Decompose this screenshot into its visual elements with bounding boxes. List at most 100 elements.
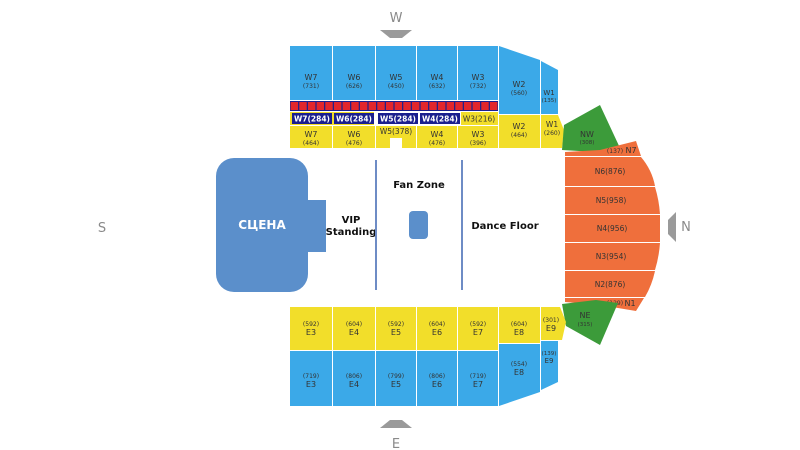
premium-seat-cell[interactable]: [411, 102, 420, 110]
section-w5-lower[interactable]: [376, 126, 416, 148]
premium-seat-cell[interactable]: [429, 102, 437, 110]
section-e5-lower[interactable]: [376, 307, 416, 350]
section-n6[interactable]: [565, 157, 655, 186]
section-e3-upper[interactable]: [290, 351, 332, 406]
box-w6-label: W6(284): [336, 115, 372, 124]
section-w4-lower[interactable]: [417, 126, 457, 148]
section-e7-lower[interactable]: [458, 307, 498, 350]
premium-seat-cell[interactable]: [472, 102, 481, 110]
premium-seat-cell[interactable]: [307, 102, 316, 110]
box-w5[interactable]: [378, 113, 418, 124]
e8-upper-name: E8: [514, 368, 524, 377]
section-n4[interactable]: [565, 215, 660, 242]
box-w6[interactable]: [334, 113, 374, 124]
n7-cap: (137): [607, 148, 623, 155]
section-w2-lower[interactable]: [499, 115, 540, 148]
w2-lower-name: W2: [513, 122, 526, 131]
section-e6-lower[interactable]: [417, 307, 457, 350]
nw-cap: (308): [580, 140, 595, 146]
premium-seat-cell[interactable]: [316, 102, 325, 110]
premium-seat-cell[interactable]: [420, 102, 429, 110]
ne-name: NE: [579, 311, 590, 320]
section-w7-upper[interactable]: [290, 46, 332, 100]
w4-upper-cap: (632): [429, 83, 445, 90]
section-e4-lower[interactable]: [333, 307, 375, 350]
section-e4-upper[interactable]: [333, 351, 375, 406]
section-w2-upper[interactable]: [499, 46, 540, 114]
premium-seat-cell[interactable]: [290, 102, 299, 110]
section-e5-upper[interactable]: [376, 351, 416, 406]
w1-upper-cap: (135): [542, 98, 557, 104]
section-w3-lower[interactable]: [458, 126, 498, 148]
premium-seat-cell[interactable]: [455, 102, 463, 110]
section-w6-lower[interactable]: [333, 126, 375, 148]
section-n2[interactable]: [565, 271, 655, 297]
premium-seat-cell[interactable]: [385, 102, 394, 110]
compass-east-label: E: [392, 437, 400, 450]
w2-lower-cap: (464): [511, 132, 527, 139]
east-upper-tier: (719) E3 (806) E4 (799) E5 (806) E6 (719…: [290, 341, 558, 406]
w2-upper-cap: (560): [511, 90, 527, 97]
section-n5[interactable]: [565, 187, 660, 214]
premium-seat-cell[interactable]: [342, 102, 351, 110]
w4-lower-cap: (476): [429, 140, 445, 147]
section-e7-upper[interactable]: [458, 351, 498, 406]
section-w7-lower[interactable]: [290, 126, 332, 148]
w6-lower-cap: (476): [346, 140, 362, 147]
section-w3-upper[interactable]: [458, 46, 498, 100]
w7-lower-name: W7: [305, 130, 318, 139]
premium-seat-cell[interactable]: [333, 102, 342, 110]
west-lower-tier: W7 (464) W6 (476) W5(378) W4 (476) W3 (3…: [290, 115, 564, 148]
section-e3-lower[interactable]: [290, 307, 332, 350]
e5-upper-cap: (799): [388, 373, 404, 380]
e4-upper-cap: (806): [346, 373, 362, 380]
premium-seat-cell[interactable]: [489, 102, 498, 110]
section-e8-upper[interactable]: [499, 344, 540, 406]
section-w1-lower[interactable]: [541, 115, 564, 148]
premium-seat-cell[interactable]: [351, 102, 359, 110]
premium-seat-cell[interactable]: [437, 102, 446, 110]
compass-east-marker-icon: [380, 420, 412, 428]
e4-lower-name: E4: [349, 328, 359, 337]
w3-upper-cap: (732): [470, 83, 486, 90]
vip-label-line1: VIP: [342, 215, 361, 226]
box-w7[interactable]: [292, 113, 332, 124]
section-e6-upper[interactable]: [417, 351, 457, 406]
box-w4[interactable]: [420, 113, 460, 124]
box-w3[interactable]: [461, 112, 498, 125]
compass-north-marker-icon: [668, 212, 676, 242]
e9-lower-name: E9: [546, 324, 556, 333]
w6-upper-name: W6: [348, 73, 361, 82]
section-w4-upper[interactable]: [417, 46, 457, 100]
section-n7[interactable]: [565, 141, 641, 156]
e7-lower-cap: (592): [470, 321, 486, 328]
section-w6-upper[interactable]: [333, 46, 375, 100]
section-e8-lower[interactable]: [499, 307, 540, 343]
section-n3[interactable]: [565, 243, 660, 270]
n7-name: N7: [625, 146, 636, 155]
premium-seat-cell[interactable]: [446, 102, 455, 110]
vip-label-line2: Standing: [326, 227, 377, 238]
premium-red-row[interactable]: [290, 101, 498, 111]
premium-seat-cell[interactable]: [403, 102, 411, 110]
premium-seat-cell[interactable]: [377, 102, 385, 110]
section-ne[interactable]: [562, 300, 618, 345]
premium-seat-cell[interactable]: [394, 102, 403, 110]
dance-floor-label: Dance Floor: [471, 221, 538, 232]
section-w1-upper[interactable]: [541, 61, 558, 114]
premium-seat-cell[interactable]: [463, 102, 472, 110]
n1-name: N1: [624, 299, 635, 308]
premium-seat-cell[interactable]: [368, 102, 377, 110]
premium-seat-cell[interactable]: [359, 102, 368, 110]
w6-lower-name: W6: [348, 130, 361, 139]
section-e9-upper[interactable]: [541, 341, 558, 390]
premium-seat-cell[interactable]: [325, 102, 333, 110]
premium-seat-cell[interactable]: [481, 102, 489, 110]
premium-seat-cell[interactable]: [299, 102, 307, 110]
section-nw[interactable]: [562, 105, 620, 152]
compass-north-label: W: [390, 11, 403, 26]
box-w7-label: W7(284): [294, 115, 330, 124]
section-w5-upper[interactable]: [376, 46, 416, 100]
section-e9-lower[interactable]: [541, 307, 566, 340]
